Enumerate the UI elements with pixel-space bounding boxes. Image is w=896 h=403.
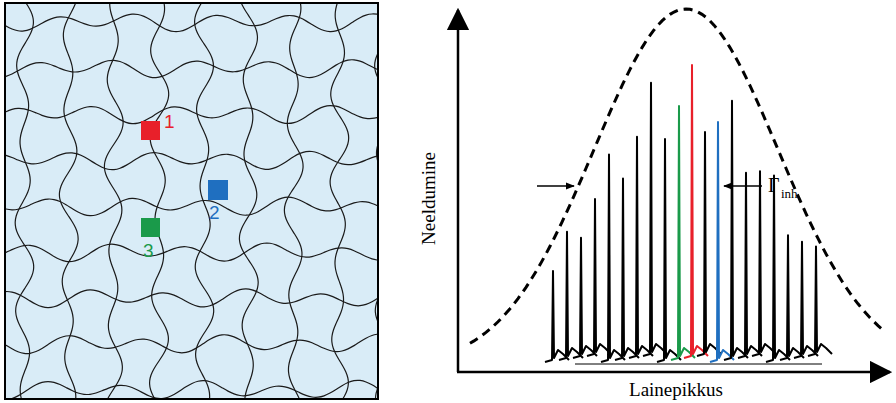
crystal-border: [5, 3, 378, 399]
lattice-line: [5, 380, 378, 399]
spectral-lines: [545, 65, 832, 364]
axis-label: Lainepikkus: [629, 380, 723, 399]
lattice-lines: [5, 3, 378, 399]
callout-number: 1: [164, 112, 175, 131]
site-square-red: [141, 121, 160, 140]
lattice-line: [5, 14, 378, 32]
callout-number: 3: [143, 241, 154, 260]
baseline: [575, 364, 822, 365]
lattice-line: [15, 3, 34, 399]
y-axis: [457, 10, 460, 372]
lattice-line: [239, 3, 258, 399]
lattice-line: [284, 3, 303, 399]
width-arrow: [537, 185, 574, 187]
lattice-line: [104, 3, 123, 399]
lattice-line: [5, 334, 378, 353]
lattice-line: [5, 197, 378, 215]
axis-label: Neeldumine: [418, 152, 437, 245]
site-square-blue: [208, 180, 228, 200]
width-subscript: inh: [781, 187, 798, 200]
lattice-line: [59, 3, 78, 399]
lattice-line: [330, 3, 349, 399]
lattice-line: [150, 3, 169, 399]
zero-phonon-line: [808, 247, 832, 356]
lattice-line: [5, 289, 378, 308]
lattice-line: [5, 151, 378, 169]
x-axis: [457, 371, 890, 374]
inhomogeneous-envelope: [470, 9, 882, 343]
width-symbol: Γ: [768, 175, 780, 195]
lattice-line: [5, 106, 378, 124]
lattice-line: [5, 243, 378, 262]
lattice-line: [195, 3, 214, 399]
callout-number: 2: [209, 203, 220, 222]
site-square-green: [141, 218, 160, 237]
width-arrow: [724, 185, 762, 187]
lattice-line: [5, 60, 378, 78]
